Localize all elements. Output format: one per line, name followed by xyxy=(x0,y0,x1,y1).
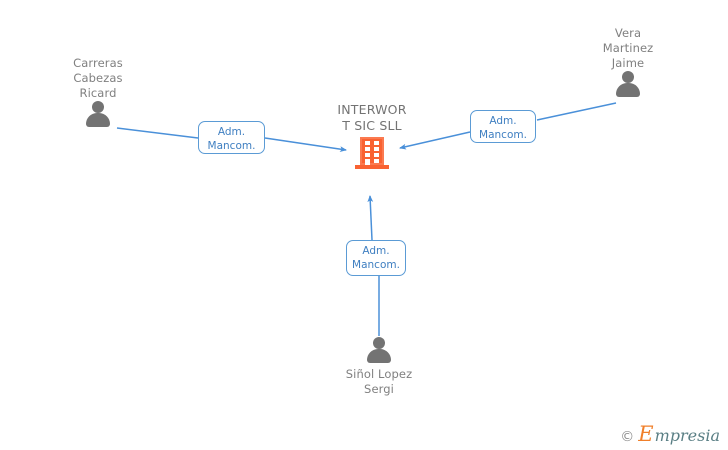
brand-initial: E xyxy=(638,422,654,446)
person-node-carreras[interactable]: Carreras Cabezas Ricard xyxy=(38,56,158,127)
edge-label-to-company-bottom xyxy=(367,195,374,241)
person-icon xyxy=(85,101,111,127)
person-icon xyxy=(366,337,392,363)
person-label-carreras: Carreras Cabezas Ricard xyxy=(73,56,123,100)
watermark: © E mpresia xyxy=(620,422,720,446)
person-node-sinol[interactable]: Siñol Lopez Sergi xyxy=(319,337,439,397)
copyright-symbol: © xyxy=(620,429,635,445)
person-node-vera[interactable]: Vera Martinez Jaime xyxy=(568,26,688,97)
brand-name: mpresia xyxy=(654,426,720,445)
company-name: INTERWOR T SIC SLL xyxy=(337,102,407,133)
relation-label-sinol[interactable]: Adm. Mancom. xyxy=(346,240,406,276)
person-label-sinol: Siñol Lopez Sergi xyxy=(345,367,413,396)
company-node[interactable]: INTERWOR T SIC SLL xyxy=(292,102,452,169)
person-icon xyxy=(615,71,641,97)
building-icon xyxy=(355,137,389,169)
relation-label-vera[interactable]: Adm. Mancom. xyxy=(470,110,536,143)
edge-vera-to-label xyxy=(536,102,617,121)
person-label-vera: Vera Martinez Jaime xyxy=(602,26,654,70)
relation-label-carreras[interactable]: Adm. Mancom. xyxy=(198,121,265,154)
edge-carreras-to-label xyxy=(116,127,199,139)
